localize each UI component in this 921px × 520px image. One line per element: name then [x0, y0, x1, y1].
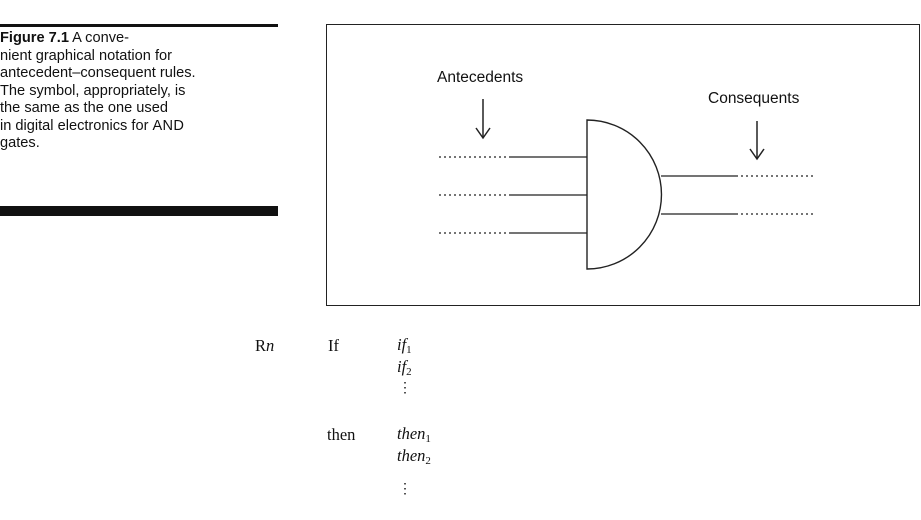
caption-bottom-rule [0, 206, 278, 216]
if-keyword: If [328, 336, 339, 355]
if-item-2: if2 [397, 357, 412, 378]
caption-text: A conve- nient graphical notation for an… [0, 30, 196, 134]
and-gate-diagram [439, 99, 813, 270]
if-ellipsis: ⋮ [398, 381, 412, 396]
if-item-1: if1 [397, 335, 412, 356]
antecedents-arrow-icon [475, 99, 491, 140]
figure-caption: Figure 7.1 A conve- nient graphical nota… [0, 30, 278, 153]
figure-label: Figure 7.1 [0, 30, 69, 46]
and-gate-symbol [586, 119, 663, 270]
antecedents-label: Antecedents [437, 69, 524, 86]
then-ellipsis: ⋮ [398, 482, 412, 497]
rule-name: Rn [255, 336, 275, 355]
then-item-1: then1 [397, 424, 431, 445]
caption-top-rule [0, 24, 278, 27]
caption-and-word: AND [152, 117, 185, 134]
consequents-arrow-icon [749, 121, 765, 161]
consequents-label: Consequents [708, 90, 800, 107]
then-keyword: then [327, 425, 356, 444]
caption-text-end: gates. [0, 135, 40, 151]
diagram-frame: Antecedents Consequents [326, 24, 920, 306]
then-item-2: then2 [397, 446, 431, 467]
